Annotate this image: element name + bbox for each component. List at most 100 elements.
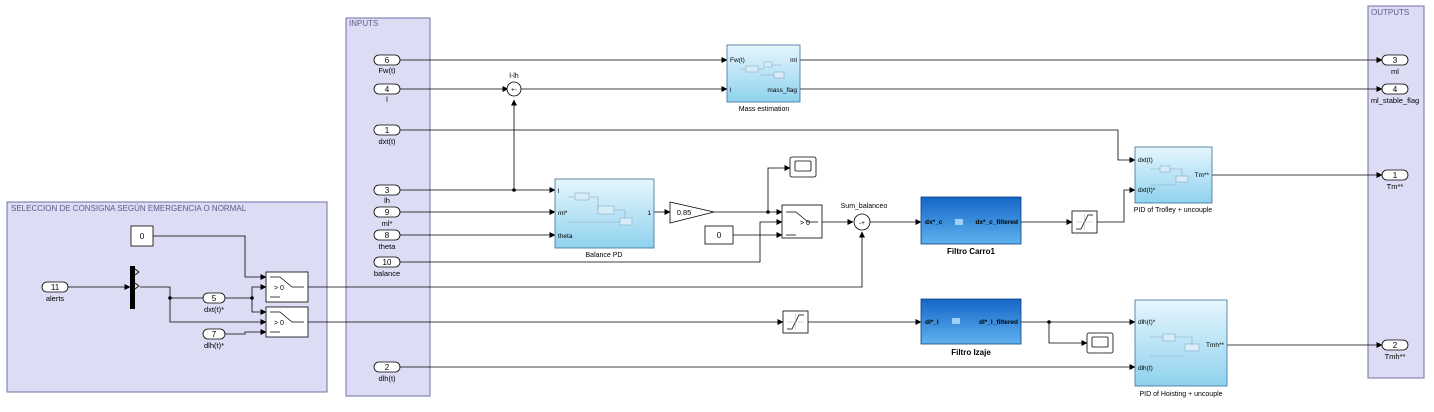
pid-trolley-port-dxt: dxt(t)	[1138, 157, 1153, 164]
outputs-area-title: OUTPUTS	[1371, 8, 1409, 17]
inport-theta-label: theta	[379, 242, 397, 251]
pid-hoisting-thumbnail	[1150, 333, 1200, 357]
outport-ml-stable-flag-label: ml_stable_flag	[1371, 96, 1419, 105]
outport-tmh-label: Tmh**	[1385, 352, 1406, 361]
switch-balance-threshold: > 0	[800, 220, 810, 227]
balance-pd-port-l: l	[558, 188, 560, 195]
selection-area-title: SELECCION DE CONSIGNA SEGÚN EMERGENCIA O…	[11, 204, 247, 213]
inport-balance[interactable]: 10 balance	[373, 256, 401, 278]
balance-pd-block[interactable]: l ml* theta 1 Balance PD	[554, 178, 655, 259]
constant-zero-selection-value: 0	[140, 232, 145, 241]
outport-tm[interactable]: 1 Tm**	[1381, 169, 1409, 191]
outport-tmh-number: 2	[1393, 341, 1398, 350]
constant-zero-balance-value: 0	[717, 231, 722, 240]
pid-hoisting-port-dlh-ref: dlh(t)*	[1138, 319, 1156, 326]
signal-lines	[68, 57, 1383, 370]
outport-ml-stable-flag-number: 4	[1393, 85, 1398, 94]
inport-alerts[interactable]: 11 alerts	[41, 281, 69, 303]
inport-dlh-ref-number: 7	[212, 330, 217, 339]
inport-dlh-number: 2	[385, 363, 390, 372]
mass-estimation-port-flag: mass_flag	[767, 87, 797, 94]
sum-balanceo-label: Sum_balanceo	[841, 203, 888, 210]
balance-pd-thumbnail	[568, 192, 633, 226]
sum-balanceo[interactable]: -+ Sum_balanceo	[841, 203, 888, 231]
inport-ml-number: 9	[385, 208, 390, 217]
balance-pd-port-ml: ml*	[558, 210, 568, 217]
inport-ml[interactable]: 9 ml*	[373, 206, 401, 228]
outport-ml-label: ml	[1391, 67, 1399, 76]
inport-dlh-label: dlh(t)	[378, 374, 396, 383]
inport-l-label: l	[386, 95, 388, 104]
pid-trolley-thumbnail	[1150, 165, 1189, 186]
balance-pd-port-out: 1	[647, 210, 651, 217]
inport-theta[interactable]: 8 theta	[373, 229, 401, 251]
junction-dots	[168, 188, 1051, 324]
gain-block[interactable]: 0.85	[669, 201, 715, 224]
inport-dxt-ref-number: 5	[212, 294, 217, 303]
sum-l-lh[interactable]: +- l-lh	[506, 73, 522, 97]
inport-alerts-label: alerts	[46, 294, 65, 303]
inport-dxt-ref-label: dxt(t)*	[204, 305, 224, 314]
mass-estimation-name: Mass estimation	[739, 106, 790, 113]
mass-estimation-port-ml: ml	[790, 57, 797, 64]
outport-ml[interactable]: 3 ml	[1381, 54, 1409, 76]
inport-dlh-ref[interactable]: 7 dlh(t)*	[202, 328, 226, 350]
pid-trolley-name: PID of Trolley + uncouple	[1134, 207, 1213, 214]
inport-lh-number: 3	[385, 186, 390, 195]
switch-selection-carro-threshold: > 0	[274, 285, 284, 292]
pid-trolley-block[interactable]: dxt(t) dxt(t)* Tm** PID of Trolley + unc…	[1134, 146, 1213, 214]
switch-selection-izaje-threshold: > 0	[274, 320, 284, 327]
scope-izaje[interactable]	[1086, 332, 1114, 354]
constant-zero-selection[interactable]: 0	[130, 225, 154, 247]
inport-lh-label: lh	[384, 196, 390, 205]
outport-ml-number: 3	[1393, 56, 1398, 65]
outport-tmh[interactable]: 2 Tmh**	[1381, 339, 1409, 361]
saturation-carro[interactable]	[1071, 210, 1098, 234]
pid-hoisting-block[interactable]: dlh(t)* dlh(t) Tmh** PID of Hoisting + u…	[1134, 299, 1228, 398]
filtro-izaje-block[interactable]: dl*_l dl*_l_filtered Filtro Izaje	[920, 298, 1022, 357]
sum-l-lh-label: l-lh	[509, 73, 518, 80]
switch-selection-carro[interactable]: > 0	[265, 271, 309, 303]
inport-fw[interactable]: 6 Fw(t)	[373, 54, 401, 75]
filtro-izaje-name: Filtro Izaje	[951, 348, 991, 357]
inputs-area-title: INPUTS	[349, 19, 378, 28]
pid-hoisting-port-out: Tmh**	[1206, 342, 1225, 349]
inport-l-number: 4	[385, 85, 390, 94]
mass-estimation-port-l: l	[730, 87, 732, 94]
outputs-area: OUTPUTS	[1367, 5, 1425, 379]
sum-balanceo-signs: -+	[859, 220, 865, 227]
inport-lh[interactable]: 3 lh	[373, 184, 401, 205]
outport-tm-number: 1	[1393, 171, 1398, 180]
balance-pd-port-theta: theta	[558, 233, 573, 240]
pid-hoisting-port-dlh: dlh(t)	[1138, 365, 1153, 372]
mass-estimation-port-fw: Fw(t)	[730, 57, 745, 64]
filtro-carro-block[interactable]: dx*_c dx*_c_filtered Filtro Carro1	[920, 196, 1022, 256]
mass-estimation-thumbnail	[740, 61, 785, 79]
inport-dxt-ref[interactable]: 5 dxt(t)*	[202, 292, 226, 314]
switch-balance[interactable]: > 0	[781, 204, 823, 239]
constant-zero-balance[interactable]: 0	[704, 225, 734, 245]
inport-l[interactable]: 4 l	[373, 83, 401, 104]
demux-alerts[interactable]	[130, 266, 140, 309]
inport-balance-label: balance	[374, 269, 400, 278]
inport-dxt-label: dxt(t)	[378, 137, 396, 146]
inport-dlh-ref-label: dlh(t)*	[204, 341, 224, 350]
filtro-izaje-port-out: dl*_l_filtered	[979, 319, 1018, 326]
gain-value: 0.85	[677, 208, 692, 217]
inport-fw-number: 6	[385, 56, 390, 65]
scope-balance[interactable]	[789, 156, 817, 178]
inport-dxt[interactable]: 1 dxt(t)	[373, 124, 401, 146]
inport-dlh[interactable]: 2 dlh(t)	[373, 361, 401, 383]
pid-hoisting-name: PID of Hoisting + uncouple	[1139, 391, 1222, 398]
saturation-izaje[interactable]	[782, 310, 809, 334]
filtro-carro-port-in: dx*_c	[925, 219, 943, 226]
inport-fw-label: Fw(t)	[378, 66, 396, 75]
switch-selection-izaje[interactable]: > 0	[265, 306, 309, 338]
pid-trolley-port-dxt-ref: dxt(t)*	[1138, 187, 1156, 194]
pid-trolley-port-out: Tm**	[1195, 172, 1210, 179]
outport-ml-stable-flag[interactable]: 4 ml_stable_flag	[1371, 83, 1419, 105]
inport-theta-number: 8	[385, 231, 390, 240]
mass-estimation-block[interactable]: Fw(t) l ml mass_flag Mass estimation	[726, 44, 801, 113]
filtro-izaje-port-in: dl*_l	[925, 319, 939, 326]
